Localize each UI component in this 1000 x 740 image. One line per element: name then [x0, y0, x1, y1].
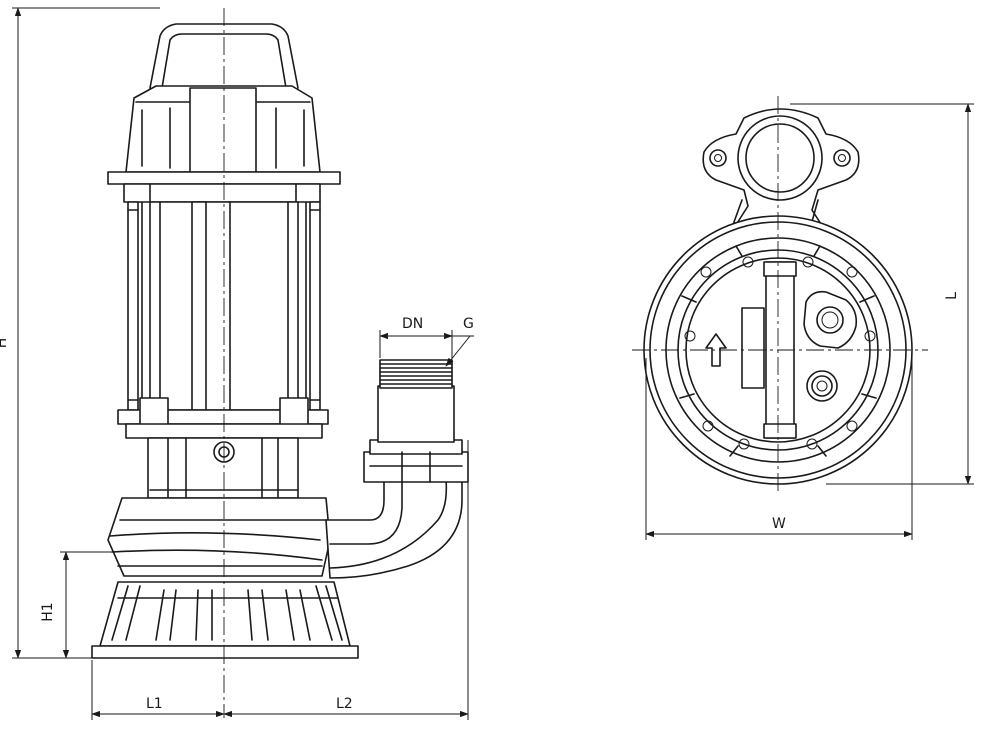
flow-direction-arrow	[705, 333, 727, 367]
discharge-flange-top	[702, 108, 860, 251]
label-h: H	[0, 338, 10, 349]
dimension-l1-l2: L1 L2	[91, 440, 469, 720]
side-view	[91, 8, 469, 718]
label-l2: L2	[336, 696, 353, 712]
discharge-elbow	[325, 359, 469, 579]
dimension-h: H	[0, 7, 160, 659]
volute-casing	[107, 497, 331, 577]
strainer-base	[91, 581, 359, 659]
dimension-w: W	[645, 358, 913, 540]
dimension-dn: DN G	[379, 316, 474, 366]
label-l1: L1	[146, 696, 163, 712]
label-l: L	[944, 292, 960, 300]
dimension-l: L	[790, 103, 974, 485]
cable-gland-upper	[803, 290, 858, 349]
bolt-holes	[684, 256, 876, 450]
bearing-housing	[147, 437, 299, 499]
top-view	[632, 96, 928, 494]
label-dn: DN	[402, 316, 423, 332]
top-flange	[107, 171, 341, 203]
motor-cap	[125, 85, 321, 173]
label-g: G	[463, 316, 474, 332]
label-w: W	[772, 516, 786, 532]
dimension-h1: H1	[40, 551, 118, 659]
cable-gland-lower	[806, 370, 838, 402]
label-h1: H1	[40, 602, 56, 621]
